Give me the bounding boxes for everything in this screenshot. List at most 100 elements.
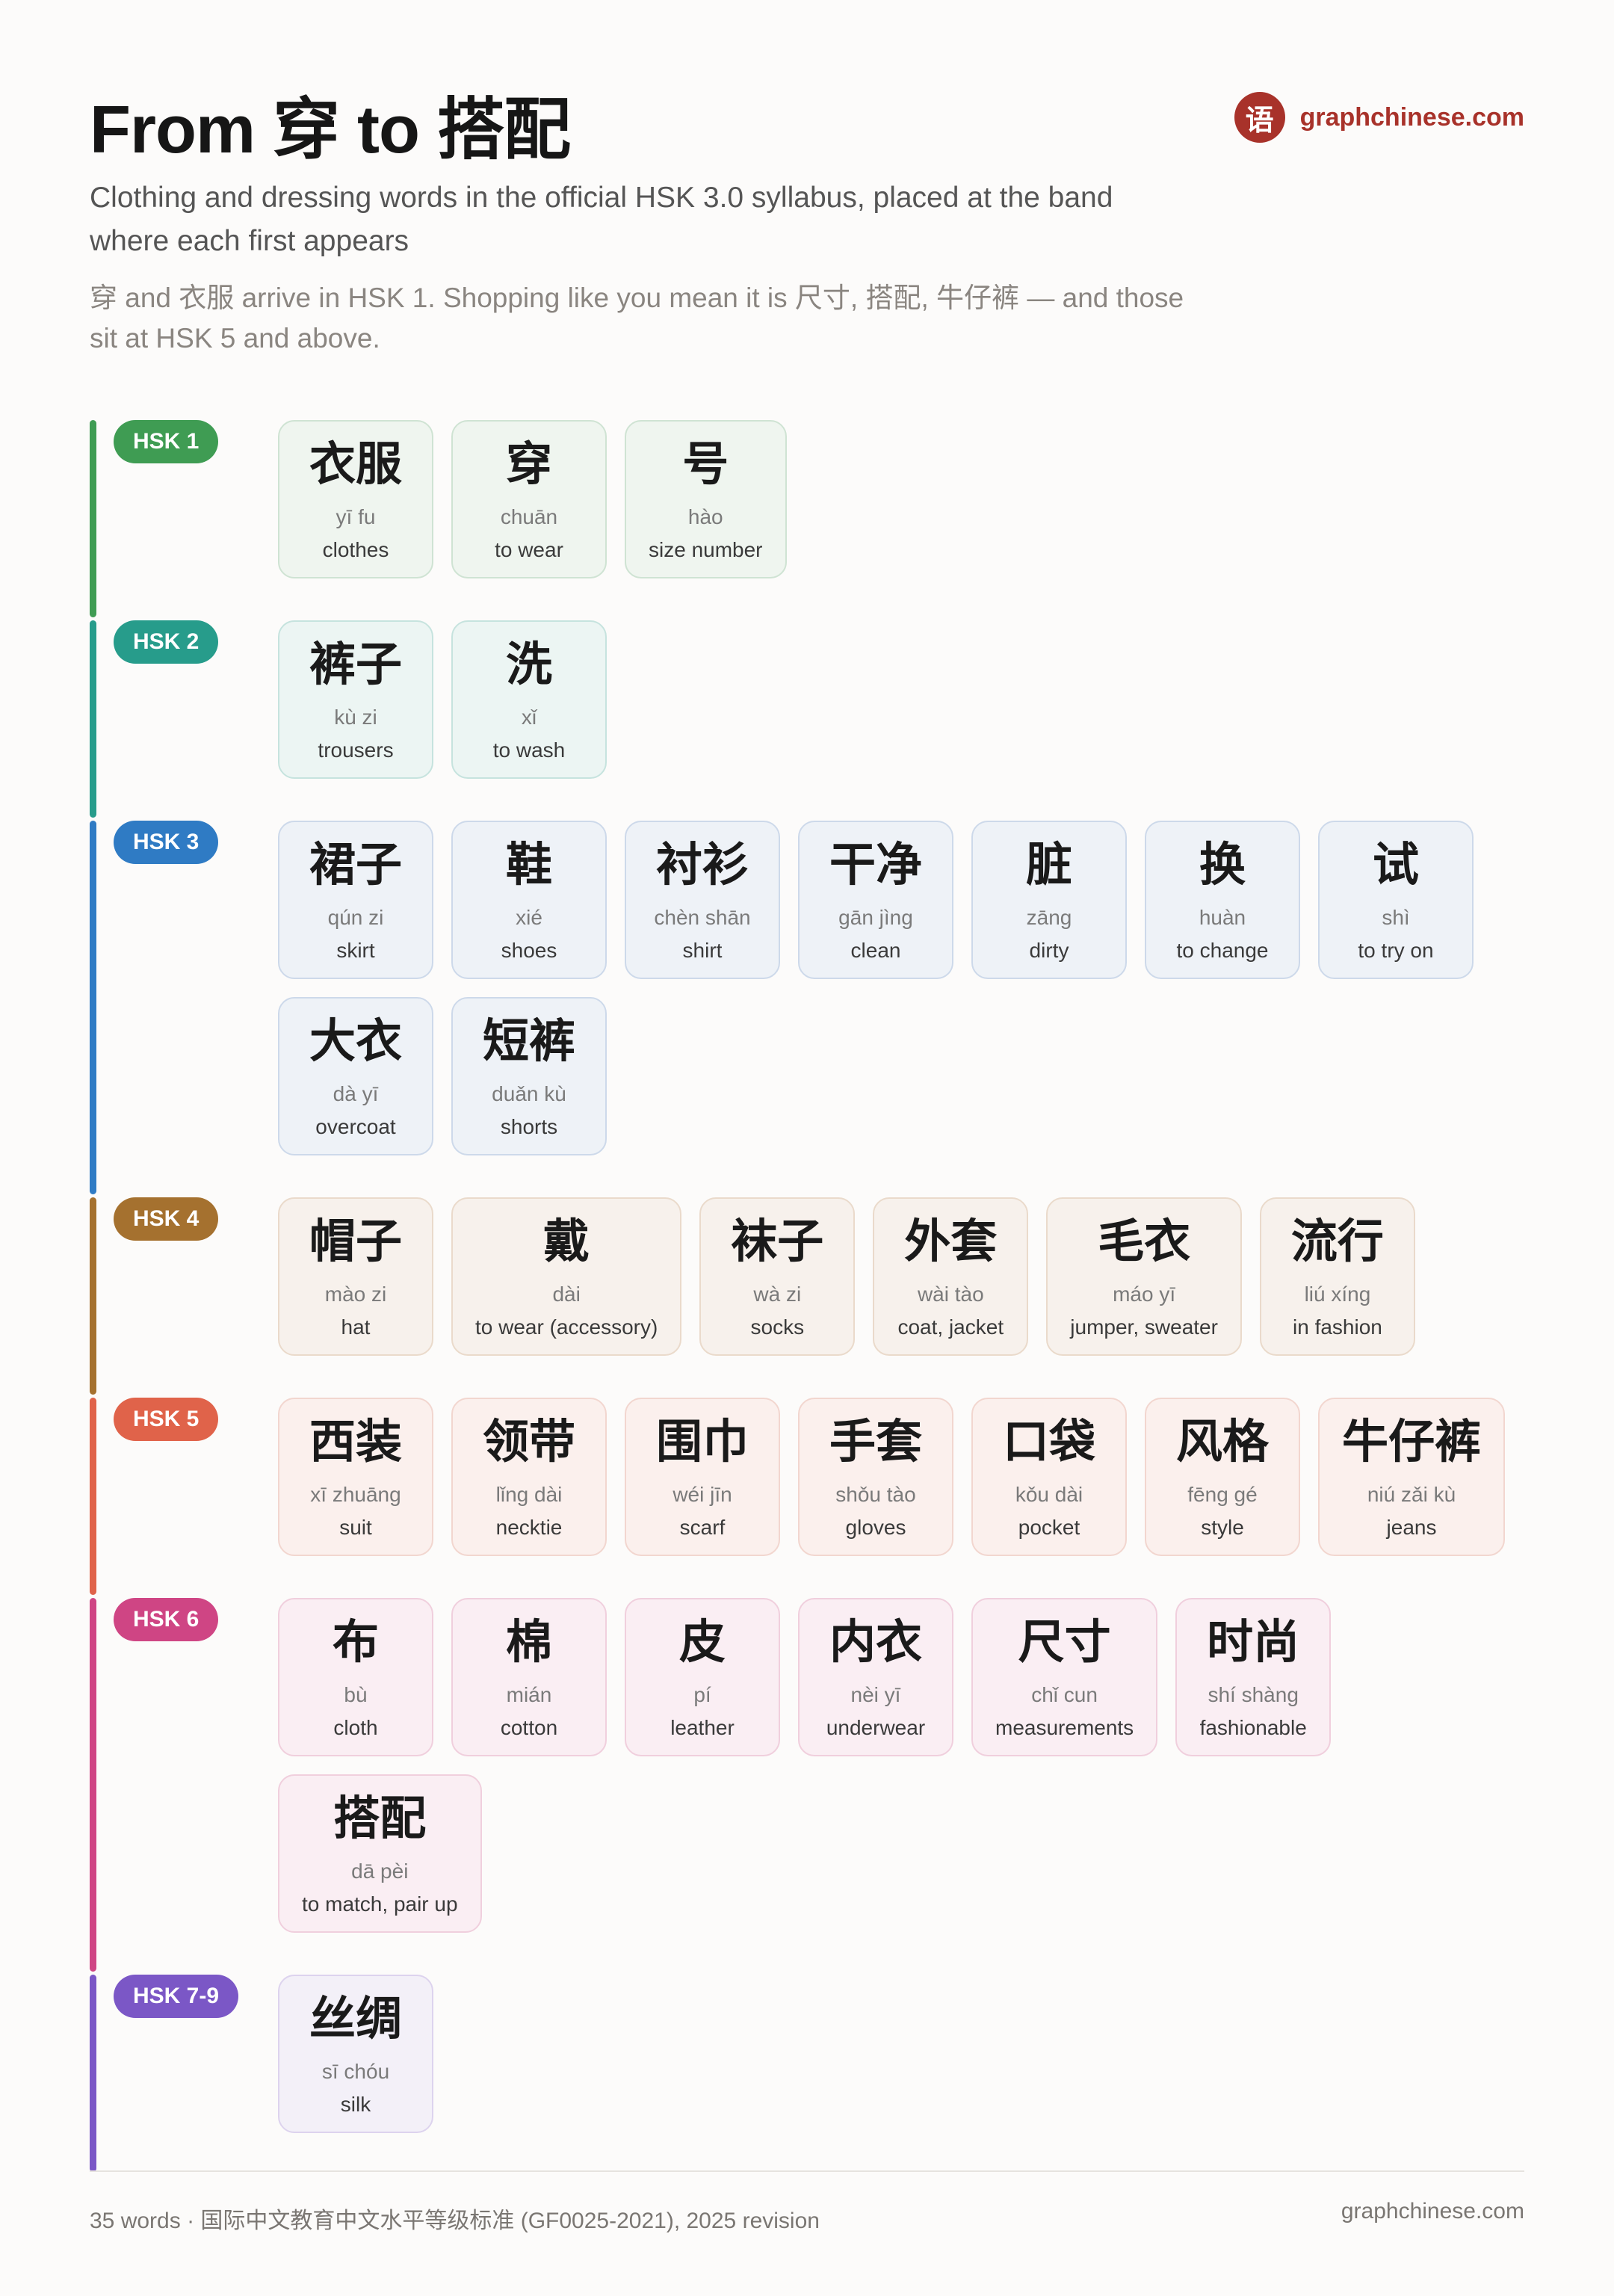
word-hanzi: 大衣 — [309, 1013, 402, 1068]
word-pinyin: nèi yī — [850, 1683, 901, 1706]
word-meaning: in fashion — [1293, 1315, 1382, 1339]
level-rail — [90, 821, 96, 1194]
word-pinyin: bù — [344, 1683, 368, 1706]
word-meaning: jumper, sweater — [1070, 1315, 1218, 1339]
word-hanzi: 干净 — [829, 837, 922, 892]
word-card[interactable]: 干净 gān jìng clean — [798, 821, 953, 979]
word-pinyin: gān jìng — [838, 906, 913, 929]
word-hanzi: 西装 — [309, 1414, 402, 1469]
level-badge: HSK 1 — [114, 420, 219, 463]
word-pinyin: mào zi — [324, 1283, 387, 1306]
level-rail — [90, 1398, 96, 1595]
word-card[interactable]: 戴 dài to wear (accessory) — [451, 1197, 682, 1356]
word-meaning: to match, pair up — [302, 1892, 458, 1916]
word-pinyin: qún zi — [327, 906, 384, 929]
word-pinyin: máo yī — [1113, 1283, 1176, 1306]
word-meaning: dirty — [1029, 939, 1069, 962]
word-pinyin: fēng gé — [1187, 1483, 1258, 1506]
word-pinyin: wài tào — [917, 1283, 984, 1306]
word-hanzi: 皮 — [678, 1614, 726, 1669]
word-meaning: clean — [850, 939, 901, 962]
word-meaning: leather — [670, 1716, 735, 1739]
level-badge: HSK 5 — [114, 1398, 219, 1441]
word-pinyin: chèn shān — [654, 906, 751, 929]
word-meaning: to wear (accessory) — [475, 1315, 658, 1339]
word-meaning: measurements — [995, 1716, 1134, 1739]
word-hanzi: 戴 — [543, 1214, 590, 1268]
word-hanzi: 帽子 — [309, 1214, 402, 1268]
word-meaning: jeans — [1386, 1516, 1437, 1539]
word-pinyin: xǐ — [521, 706, 537, 729]
intro-text: 穿 and 衣服 arrive in HSK 1. Shopping like … — [90, 283, 1184, 354]
level-rail — [90, 1197, 96, 1395]
level-rail — [90, 1598, 96, 1972]
word-pinyin: shǒu tào — [835, 1483, 916, 1506]
word-pinyin: wà zi — [753, 1283, 802, 1306]
word-hanzi: 丝绸 — [309, 1991, 402, 2046]
word-pinyin: dài — [552, 1283, 581, 1306]
word-pinyin: hào — [687, 505, 723, 528]
page-title: From 穿 to 搭配 — [90, 93, 571, 167]
level-badge: HSK 2 — [114, 620, 219, 664]
word-pinyin: wéi jīn — [672, 1483, 732, 1506]
brand-name: graphchinese.com — [1299, 102, 1524, 132]
word-hanzi: 换 — [1199, 837, 1246, 892]
word-meaning: fashionable — [1199, 1716, 1307, 1739]
word-meaning: to wear — [495, 538, 563, 561]
word-pinyin: duǎn kù — [492, 1082, 566, 1105]
word-pinyin: chǐ cun — [1031, 1683, 1098, 1706]
word-card[interactable]: 棉 mián cotton — [451, 1598, 607, 1756]
word-meaning: pocket — [1018, 1516, 1080, 1539]
word-pinyin: kǒu dài — [1015, 1483, 1083, 1506]
word-hanzi: 领带 — [482, 1414, 575, 1469]
word-hanzi: 短裤 — [482, 1013, 575, 1068]
word-hanzi: 衬衫 — [655, 837, 749, 892]
word-meaning: cotton — [500, 1716, 558, 1739]
word-meaning: cloth — [333, 1716, 378, 1739]
word-pinyin: mián — [506, 1683, 552, 1706]
level-rail — [90, 1975, 96, 2172]
brand-link[interactable]: 语 graphchinese.com — [1234, 91, 1524, 144]
word-hanzi: 棉 — [505, 1614, 552, 1669]
word-pinyin: zāng — [1026, 906, 1072, 929]
footer-site-link[interactable]: graphchinese.com — [1341, 2199, 1524, 2224]
word-hanzi: 围巾 — [655, 1414, 749, 1469]
